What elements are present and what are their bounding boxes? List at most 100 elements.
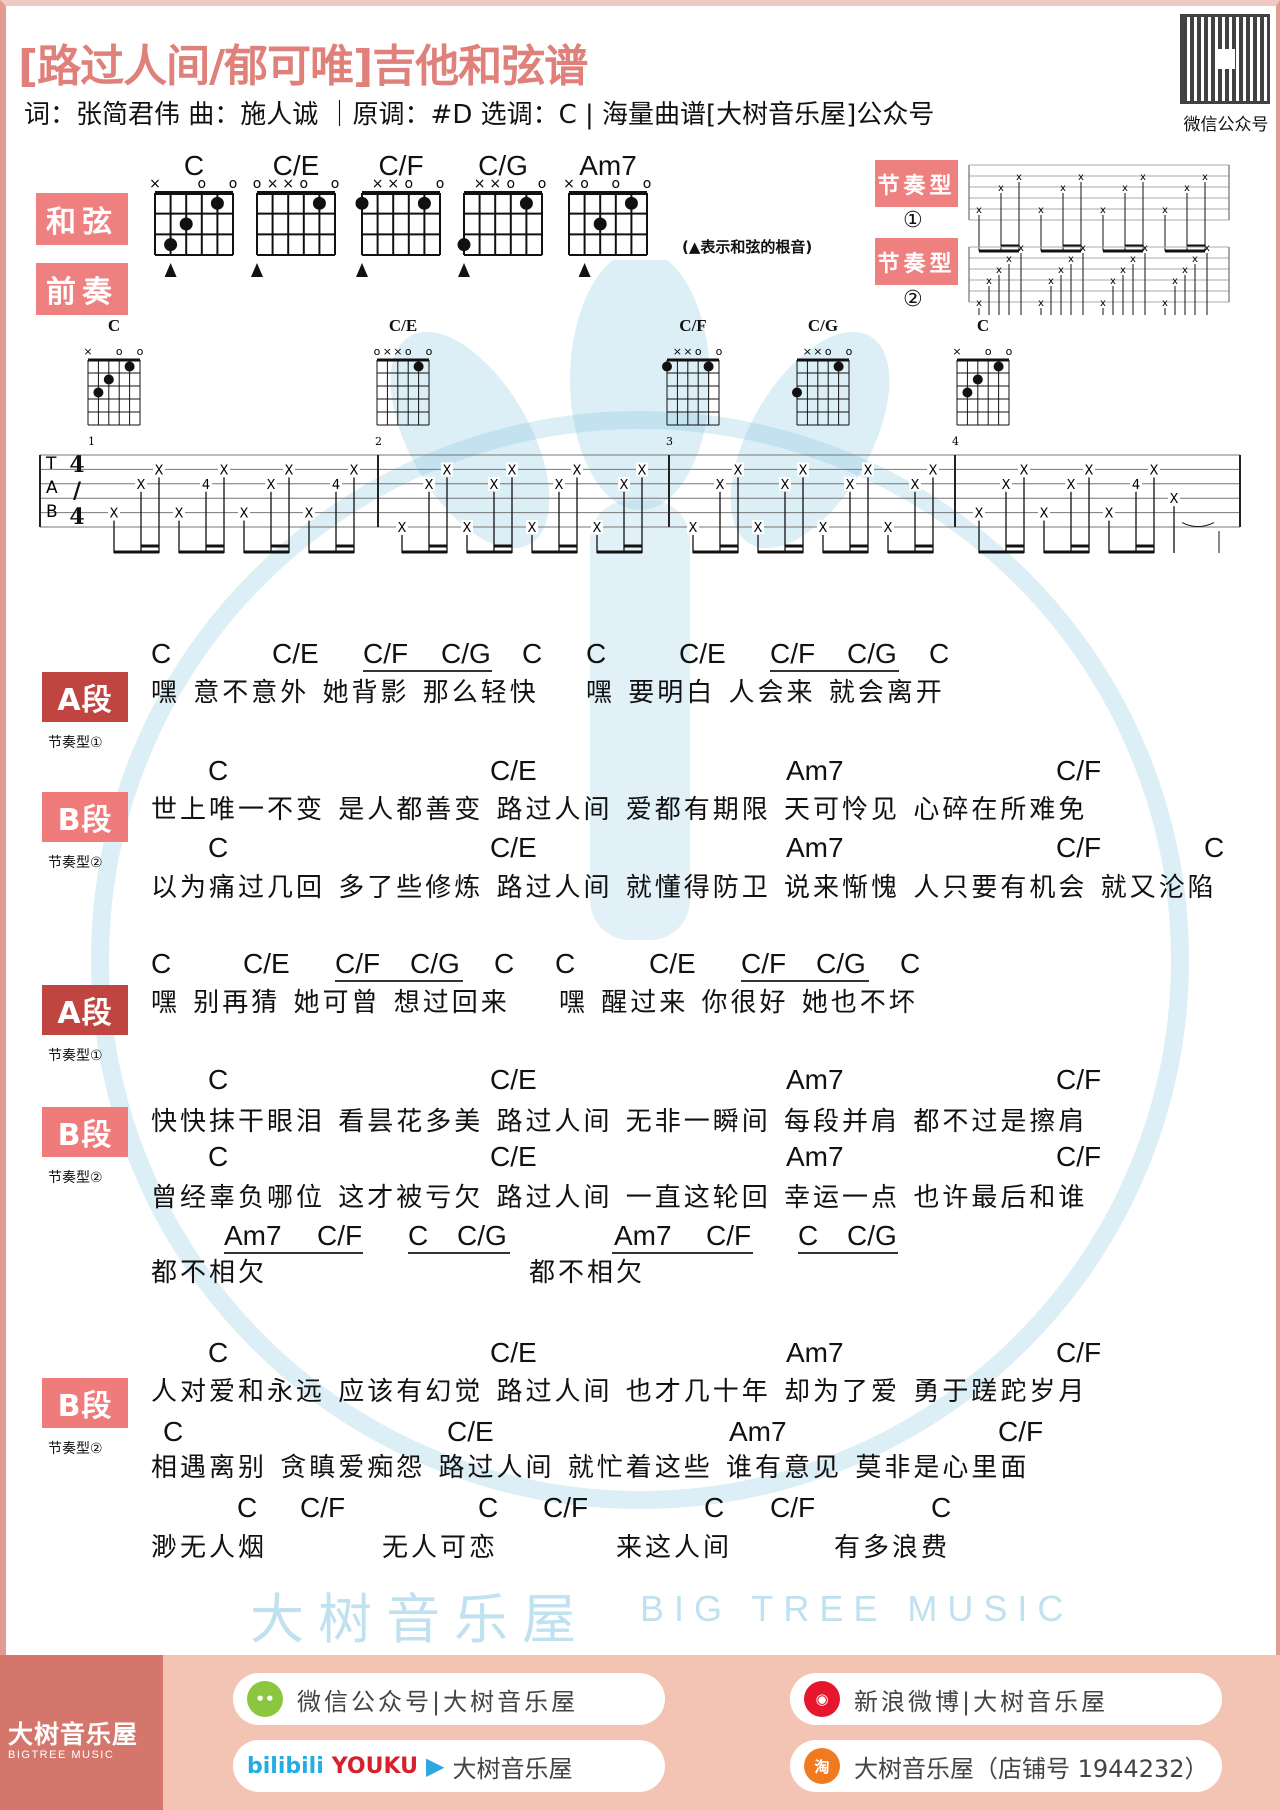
- muted-string-icon: ×: [267, 176, 279, 192]
- tab-staff: TAB1XXXX4XXXXX4X2XXXXXXXXXXXX3XXXXXXXXXX…: [39, 435, 1241, 554]
- chord-symbol: C: [478, 1492, 499, 1523]
- section-label: B段: [42, 792, 128, 842]
- chord-symbol: C/G: [457, 1220, 507, 1251]
- video-links[interactable]: bilibili YOUKU ▶ 大树音乐屋: [233, 1740, 665, 1792]
- lyric-line: 嘿 要明白 人会来 就会离开: [586, 678, 945, 708]
- rhythm-note: x: [1068, 254, 1074, 265]
- tab-note: X: [573, 463, 582, 478]
- chord-symbol: C/E: [649, 948, 696, 979]
- chord-group-underline: [224, 1252, 363, 1254]
- root-triangle-icon: [164, 263, 177, 277]
- tab-note: X: [929, 463, 938, 478]
- chord-symbol: C/E: [243, 948, 290, 979]
- rhythm-note: x: [1038, 205, 1044, 216]
- taobao-link[interactable]: 淘 大树音乐屋（店铺号 1944232）: [790, 1740, 1222, 1792]
- chord-symbol: C: [151, 948, 172, 979]
- rhythm-pattern-2-number: ②: [903, 287, 923, 312]
- chord-symbol: C/F: [335, 948, 381, 979]
- section-rhythm-label: 节奏型②: [48, 1441, 103, 1457]
- lyric-line: 曾经辜负哪位 这才被亏欠 路过人间 一直这轮回 幸运一点 也许最后和谁: [151, 1183, 1088, 1213]
- chord-symbol: Am7: [786, 1337, 844, 1368]
- chord-symbol: Am7: [729, 1416, 787, 1447]
- chord-symbol: Am7: [614, 1220, 672, 1251]
- rhythm-pattern-1-tag: 节奏型: [875, 160, 958, 207]
- tab-note: X: [398, 521, 407, 536]
- chord-symbol: C/G: [816, 948, 866, 979]
- wechat-icon: ••: [247, 1681, 283, 1717]
- qr-label: 微信公众号: [1183, 115, 1269, 135]
- wechat-label: 微信公众号|大树音乐屋: [297, 1687, 579, 1716]
- chord-symbol: C/E: [490, 1064, 537, 1095]
- wechat-link[interactable]: •• 微信公众号|大树音乐屋: [233, 1673, 665, 1725]
- tab-note: X: [689, 521, 698, 536]
- rhythm-note: x: [1100, 298, 1106, 309]
- chord-symbol: C/F: [363, 638, 409, 669]
- muted-string-icon: ×: [952, 345, 961, 358]
- tab-note: X: [305, 507, 314, 522]
- tab-clef-letter: B: [46, 502, 58, 522]
- open-string-icon: o: [1006, 345, 1013, 358]
- chord-symbol: C: [900, 948, 921, 979]
- chord-group-underline: [798, 1252, 898, 1254]
- rhythm-note: x: [1182, 265, 1188, 276]
- weibo-icon: ◉: [804, 1681, 840, 1717]
- chord-symbol: C: [163, 1416, 184, 1447]
- muted-string-icon: ×: [387, 176, 399, 192]
- rhythm-pattern-2-tag: 节奏型: [875, 238, 958, 285]
- chord-symbol: C/F: [741, 948, 787, 979]
- finger-dot: [519, 196, 533, 210]
- lyric-line: 人对爱和永远 应该有幻觉 路过人间 也才几十年 却为了爱 勇于蹉跎岁月: [151, 1377, 1088, 1407]
- chord-symbol: C: [931, 1492, 952, 1523]
- chord-symbol: C/G: [441, 638, 491, 669]
- chord-name: C/E: [272, 150, 320, 181]
- open-string-icon: o: [116, 345, 123, 358]
- tab-note: X: [593, 521, 602, 536]
- section-rhythm-label: 节奏型①: [48, 1048, 103, 1064]
- lyric-line: 嘿 意不意外 她背影 那么轻快: [151, 678, 539, 708]
- open-string-icon: o: [846, 345, 853, 358]
- intro-chord-name: C/G: [807, 316, 839, 335]
- root-triangle-icon: [356, 263, 368, 277]
- open-string-icon: o: [538, 176, 547, 192]
- tab-note: X: [1002, 478, 1011, 493]
- rhythm-note: x: [1120, 265, 1126, 276]
- tab-note: X: [555, 478, 564, 493]
- muted-string-icon: ×: [383, 345, 392, 358]
- finger-dot: [103, 374, 114, 385]
- rhythm-note: x: [1140, 172, 1146, 183]
- chord-symbol: C/F: [300, 1492, 346, 1523]
- chord-symbol: C/F: [1056, 832, 1102, 863]
- muted-string-icon: ×: [372, 176, 384, 192]
- chord-group-underline: [741, 980, 869, 982]
- video-channel-label: 大树音乐屋: [452, 1754, 573, 1783]
- section-label: A段: [42, 672, 128, 722]
- open-string-icon: o: [716, 345, 723, 358]
- root-triangle-icon: [251, 263, 263, 277]
- chord-symbol: C/E: [679, 638, 726, 669]
- finger-dot: [355, 196, 369, 210]
- tie-icon: [1181, 522, 1215, 528]
- finger-dot: [124, 361, 135, 372]
- tab-note: X: [1020, 463, 1029, 478]
- footer-brand-en: BIGTREE MUSIC: [8, 1749, 115, 1761]
- open-string-icon: o: [825, 345, 832, 358]
- chord-group-underline: [363, 670, 492, 672]
- tab-clef-letter: T: [45, 454, 57, 474]
- taobao-label: 大树音乐屋（店铺号 1944232）: [854, 1754, 1209, 1783]
- tab-note: 4: [202, 478, 210, 493]
- open-string-icon: o: [374, 345, 381, 358]
- rhythm-note: x: [1162, 205, 1168, 216]
- tab-note: X: [508, 463, 517, 478]
- chord-symbol: C: [208, 832, 229, 863]
- finger-dot: [833, 361, 844, 372]
- chord-symbol: C: [237, 1492, 258, 1523]
- tab-note: X: [911, 478, 920, 493]
- chord-symbol: C: [208, 1337, 229, 1368]
- open-string-icon: o: [137, 345, 144, 358]
- weibo-link[interactable]: ◉ 新浪微博|大树音乐屋: [790, 1673, 1222, 1725]
- qr-code[interactable]: [1180, 14, 1270, 104]
- rhythm-note: x: [976, 205, 982, 216]
